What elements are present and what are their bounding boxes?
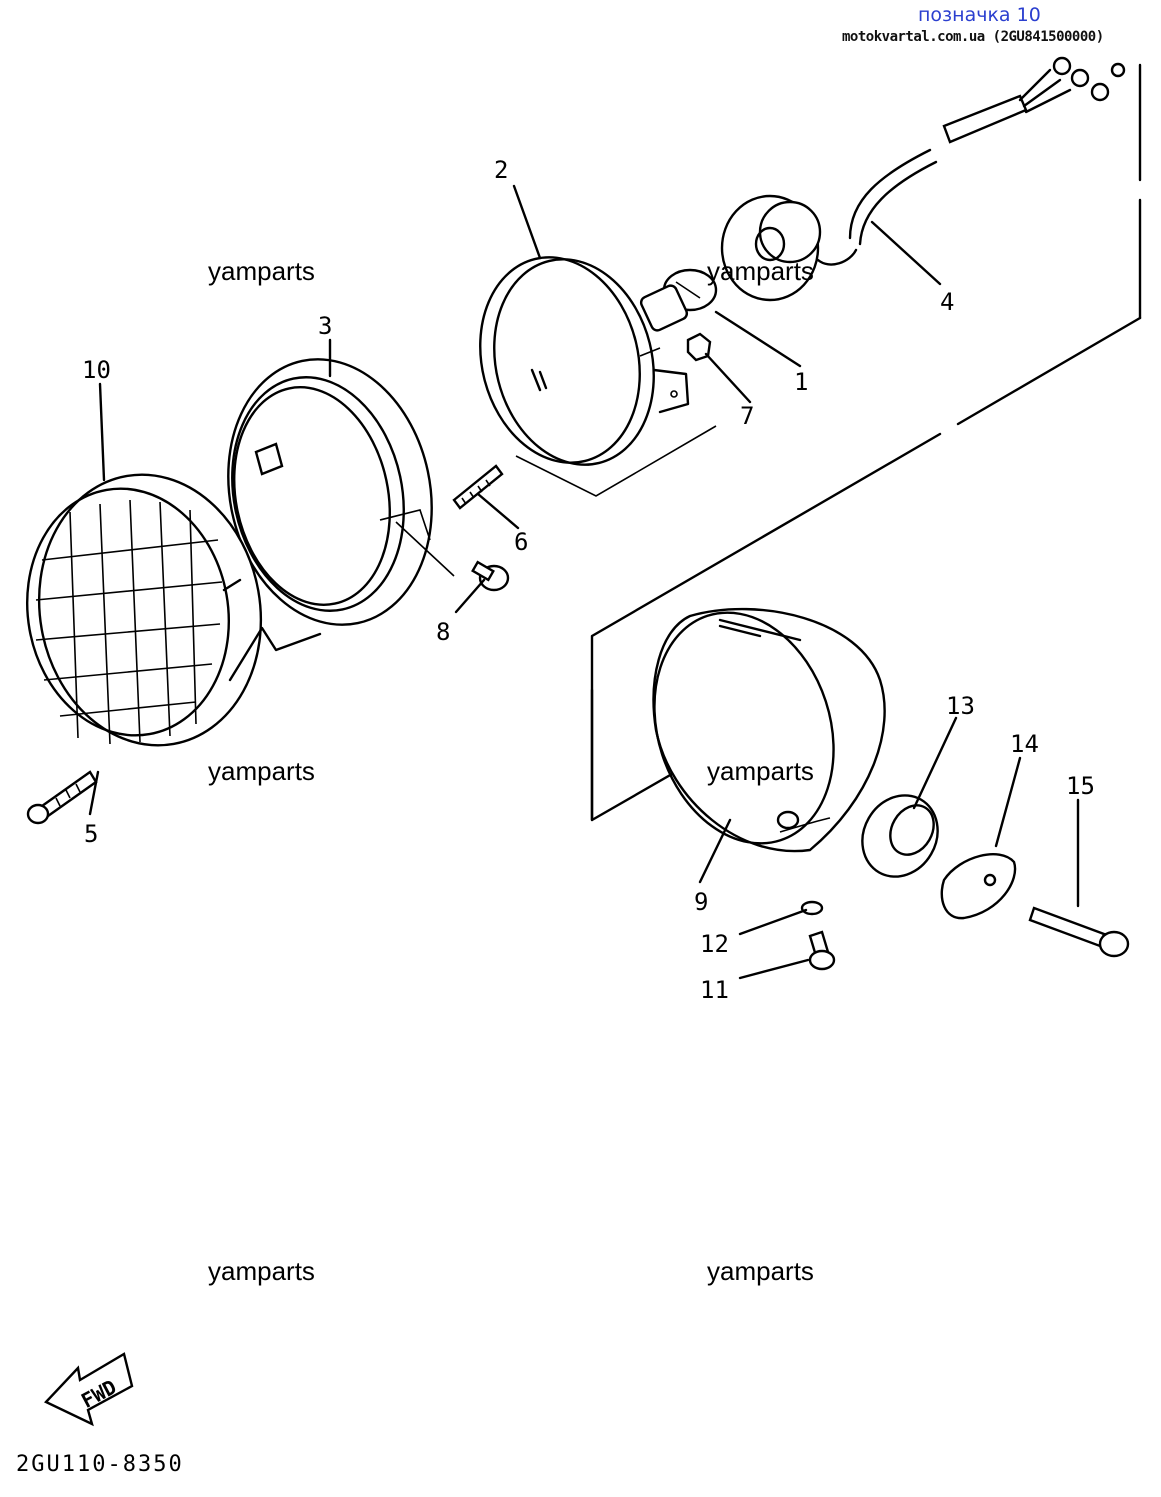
part-label-14: 14 (1010, 730, 1039, 758)
part-9-housing (652, 607, 886, 853)
figure-code: 2GU110-8350 (16, 1452, 184, 1477)
part-8-screw (471, 560, 510, 592)
part-label-8: 8 (436, 618, 450, 646)
part-label-3: 3 (318, 312, 332, 340)
part-15-bolt (1028, 906, 1130, 958)
part-label-11: 11 (700, 976, 729, 1004)
part-3-rim (227, 358, 433, 626)
part-label-15: 15 (1066, 772, 1095, 800)
part-6-adjust-screw (452, 464, 504, 510)
watermark: yamparts (208, 756, 315, 786)
part-10-headlight-guard (25, 473, 322, 747)
source-caption: motokvartal.com.ua (2GU841500000) (842, 29, 1104, 45)
part-label-2: 2 (494, 156, 508, 184)
part-12-washer (800, 900, 824, 916)
watermark: yamparts (707, 756, 814, 786)
part-label-13: 13 (946, 692, 975, 720)
part-5-bolt (26, 770, 98, 825)
part-label-12: 12 (700, 930, 729, 958)
leader-lines (88, 184, 1080, 980)
watermark: yamparts (707, 256, 814, 286)
watermark: yamparts (208, 1256, 315, 1286)
watermark: yamparts (208, 256, 315, 286)
part-label-4: 4 (940, 288, 954, 316)
part-label-1: 1 (794, 368, 808, 396)
watermark: yamparts (707, 1256, 814, 1286)
part-label-5: 5 (84, 820, 98, 848)
part-label-7: 7 (740, 402, 754, 430)
part-14-bracket (940, 853, 1017, 920)
fwd-arrow-icon: FWD (44, 1352, 134, 1427)
part-label-9: 9 (694, 888, 708, 916)
part-label-6: 6 (514, 528, 528, 556)
part-11-screw (808, 930, 836, 971)
part-1-bulb (639, 268, 718, 332)
part-label-10: 10 (82, 356, 111, 384)
part-number-labels: 2 3 10 4 1 7 6 8 5 9 13 14 15 12 11 (82, 156, 1095, 1004)
alignment-lines (379, 347, 717, 577)
part-4-socket-harness (720, 56, 1126, 302)
diagram-title: позначка 10 (918, 4, 1041, 26)
part-13-grommet (861, 794, 939, 878)
part-2-sealed-beam (479, 256, 690, 466)
